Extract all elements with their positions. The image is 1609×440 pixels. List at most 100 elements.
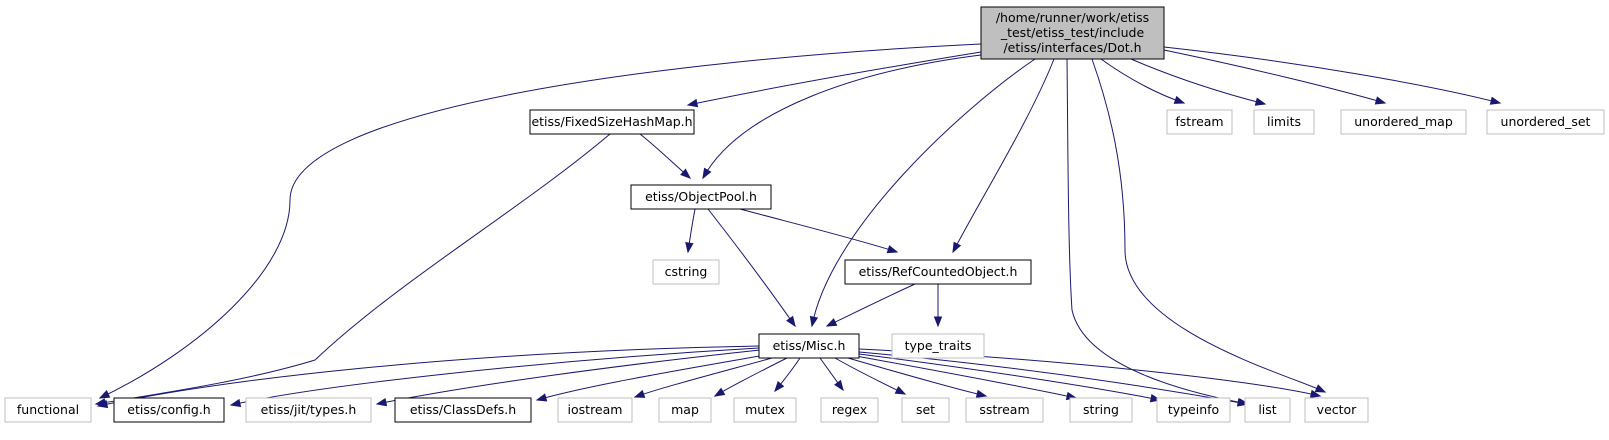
edge-fixedsizehashmap-to-objectpool <box>639 133 692 179</box>
node-label: etiss/jit/types.h <box>261 402 357 417</box>
node-box <box>1156 397 1231 423</box>
node-label: sstream <box>979 402 1029 417</box>
edge-misc-to-set <box>834 357 907 395</box>
node-label: list <box>1258 402 1276 417</box>
node-vector: vector <box>1304 397 1369 423</box>
node-label: type_traits <box>905 338 972 353</box>
node-box <box>733 397 797 423</box>
node-box <box>1166 109 1233 135</box>
edge-root-to-unordered_map <box>1163 49 1387 105</box>
node-config[interactable]: etiss/config.h <box>113 397 225 423</box>
arrowhead-icon <box>933 316 943 328</box>
node-typeinfo: typeinfo <box>1156 397 1231 423</box>
edge-refcountedobject-to-type_traits <box>933 284 943 328</box>
node-cstring: cstring <box>652 259 720 285</box>
node-label: vector <box>1317 402 1358 417</box>
edge-misc-to-map <box>713 357 788 397</box>
arrowhead-icon <box>834 379 844 392</box>
node-box <box>901 397 950 423</box>
edge-misc-to-regex <box>819 357 844 392</box>
node-label: _test/etiss_test/include <box>1000 25 1145 40</box>
node-box <box>844 259 1032 285</box>
node-unordered_set: unordered_set <box>1486 109 1605 135</box>
edge-line <box>95 133 611 405</box>
node-layer: /home/runner/work/etiss_test/etiss_test/… <box>4 6 1605 423</box>
edge-misc-to-sstream <box>847 357 988 398</box>
edge-root-to-refcountedobject <box>952 58 1055 254</box>
node-label: string <box>1083 402 1119 417</box>
edge-line <box>707 208 796 327</box>
node-box <box>1304 397 1369 423</box>
arrowhead-icon <box>1489 96 1502 105</box>
node-box <box>965 397 1044 423</box>
node-box <box>529 109 695 135</box>
arrowhead-icon <box>1374 96 1387 105</box>
node-misc[interactable]: etiss/Misc.h <box>758 333 860 359</box>
edge-line <box>826 283 916 327</box>
edge-line <box>230 347 760 406</box>
node-box <box>245 397 372 423</box>
node-iostream: iostream <box>557 397 633 423</box>
node-set: set <box>901 397 950 423</box>
edge-line <box>1163 46 1501 104</box>
arrowhead-icon <box>713 387 726 397</box>
edge-line <box>1163 49 1386 104</box>
arrowhead-icon <box>535 393 548 402</box>
node-limits: limits <box>1253 109 1315 135</box>
node-label: etiss/FixedSizeHashMap.h <box>531 114 692 129</box>
edge-line <box>376 349 761 405</box>
arrowhead-icon <box>680 168 692 179</box>
node-box <box>113 397 225 423</box>
arrowhead-icon <box>702 167 712 180</box>
edge-refcountedobject-to-misc <box>825 283 916 327</box>
arrowhead-icon <box>786 315 796 328</box>
node-box <box>758 333 860 359</box>
node-label: etiss/ClassDefs.h <box>410 402 516 417</box>
node-refcountedobject[interactable]: etiss/RefCountedObject.h <box>844 259 1032 285</box>
arrowhead-icon <box>774 380 785 393</box>
node-label: typeinfo <box>1168 402 1219 417</box>
edge-line <box>1091 58 1326 393</box>
node-label: etiss/RefCountedObject.h <box>859 264 1018 279</box>
node-objectpool[interactable]: etiss/ObjectPool.h <box>630 184 772 210</box>
node-label: map <box>671 402 699 417</box>
node-label: regex <box>832 402 867 417</box>
edge-root-to-functional <box>98 43 982 399</box>
node-label: mutex <box>745 402 785 417</box>
edge-objectpool-to-cstring <box>685 208 696 254</box>
node-type_traits: type_traits <box>891 333 985 359</box>
edge-misc-to-iostream <box>633 357 773 398</box>
edge-line <box>847 357 987 397</box>
edge-root-to-limits <box>1130 58 1267 106</box>
arrowhead-icon <box>686 98 699 108</box>
node-root[interactable]: /home/runner/work/etiss_test/etiss_test/… <box>980 6 1165 60</box>
edge-root-to-fixedsizehashmap <box>686 51 982 108</box>
edge-line <box>1100 58 1185 104</box>
edge-line <box>1066 58 1249 405</box>
arrowhead-icon <box>809 315 819 328</box>
node-label: functional <box>17 402 79 417</box>
node-box <box>557 397 633 423</box>
node-label: limits <box>1267 114 1301 129</box>
node-classdefs[interactable]: etiss/ClassDefs.h <box>394 397 532 423</box>
edge-line <box>952 58 1055 253</box>
node-unordered_map: unordered_map <box>1340 109 1467 135</box>
edge-line <box>536 354 766 401</box>
node-box <box>1486 109 1605 135</box>
edge-line <box>97 345 760 407</box>
node-label: unordered_set <box>1501 114 1591 129</box>
arrowhead-icon <box>375 397 388 407</box>
edge-line <box>99 43 982 399</box>
node-box <box>1340 109 1467 135</box>
arrowhead-icon <box>952 241 962 254</box>
edge-objectpool-to-misc <box>707 208 796 328</box>
node-list: list <box>1244 397 1291 423</box>
node-fixedsizehashmap[interactable]: etiss/FixedSizeHashMap.h <box>529 109 695 135</box>
edge-line <box>858 353 1161 401</box>
node-box <box>820 397 879 423</box>
node-label: /etiss/interfaces/Dot.h <box>1003 40 1141 55</box>
arrowhead-icon <box>98 390 111 399</box>
arrowhead-icon <box>685 241 694 254</box>
edge-line <box>687 51 982 106</box>
